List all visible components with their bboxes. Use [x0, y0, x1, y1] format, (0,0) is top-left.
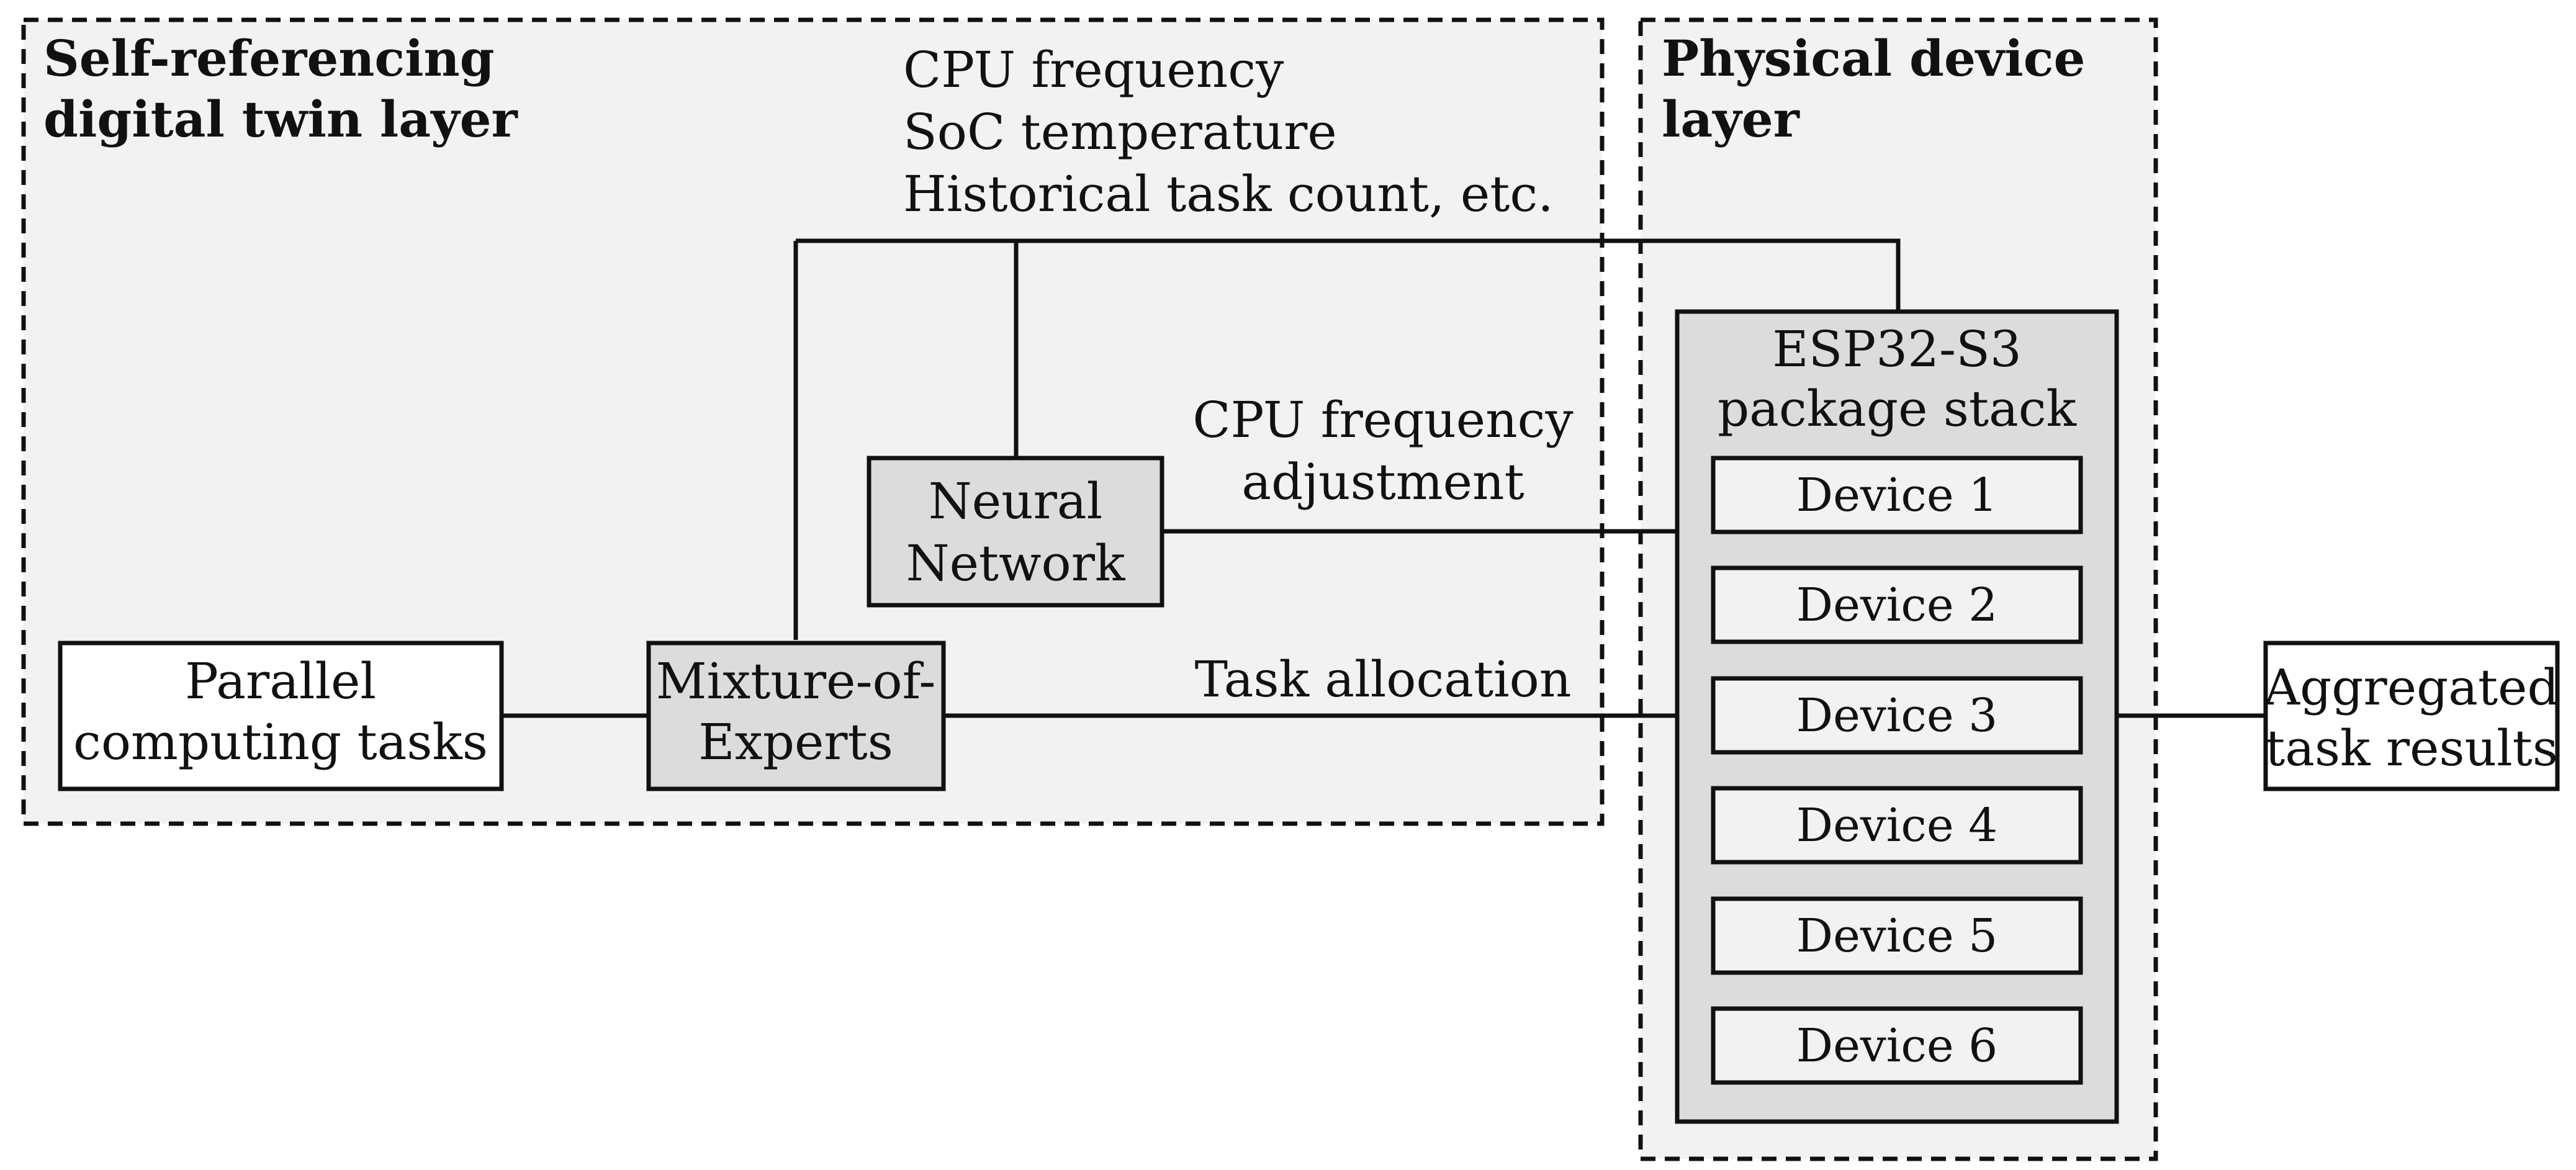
moe-line2: Experts	[698, 713, 893, 771]
mixture-of-experts-node: Mixture-of- Experts	[646, 641, 946, 791]
feedback-bus-line	[796, 238, 1901, 312]
device-4-label: Device 4	[1796, 799, 1997, 852]
cpu-adjustment-label-line1: CPU frequency	[1192, 391, 1573, 449]
aggregated-results-line1: Aggregated	[2263, 659, 2559, 716]
feedback-label-cpu-frequency: CPU frequency	[903, 41, 1284, 99]
neural-network-line1: Neural	[929, 472, 1102, 530]
moe-line1: Mixture-of-	[656, 652, 936, 710]
package-stack-line2: package stack	[1718, 380, 2078, 438]
aggregated-task-results-node: Aggregated task results	[2263, 641, 2560, 791]
device-6-label: Device 6	[1796, 1019, 1997, 1073]
connectors	[502, 238, 2265, 718]
device-4: Device 4	[1711, 786, 2083, 865]
device-2: Device 2	[1711, 565, 2083, 644]
parallel-tasks-line1: Parallel	[185, 652, 376, 710]
cpu-adjustment-label-line2: adjustment	[1241, 453, 1524, 511]
task-allocation-label: Task allocation	[1195, 650, 1572, 708]
parallel-tasks-line2: computing tasks	[73, 713, 488, 771]
parallel-computing-tasks-node: Parallel computing tasks	[58, 641, 504, 791]
device-1: Device 1	[1711, 456, 2083, 534]
twin-layer-title-line1: Self-referencing	[43, 29, 495, 88]
device-5-label: Device 5	[1796, 909, 1997, 963]
device-3-label: Device 3	[1796, 689, 1997, 742]
aggregated-results-line2: task results	[2265, 719, 2558, 777]
package-stack-line1: ESP32-S3	[1772, 320, 2022, 378]
device-1-label: Device 1	[1796, 469, 1997, 522]
twin-layer-title-line2: digital twin layer	[43, 90, 518, 148]
device-layer-title-line1: Physical device	[1662, 29, 2085, 88]
neural-network-line2: Network	[906, 534, 1126, 592]
device-layer-title-line2: layer	[1662, 90, 1800, 148]
feedback-label-historical-task-count: Historical task count, etc.	[903, 165, 1554, 223]
device-2-label: Device 2	[1796, 578, 1997, 632]
feedback-label-soc-temperature: SoC temperature	[903, 103, 1337, 161]
device-6: Device 6	[1711, 1006, 2083, 1085]
esp32-package-stack-node: ESP32-S3 package stack Device 1 Device 2…	[1675, 309, 2119, 1124]
neural-network-node: Neural Network	[867, 456, 1164, 608]
device-3: Device 3	[1711, 676, 2083, 755]
feedback-signal-labels: CPU frequency SoC temperature Historical…	[903, 41, 1554, 223]
device-5: Device 5	[1711, 896, 2083, 975]
